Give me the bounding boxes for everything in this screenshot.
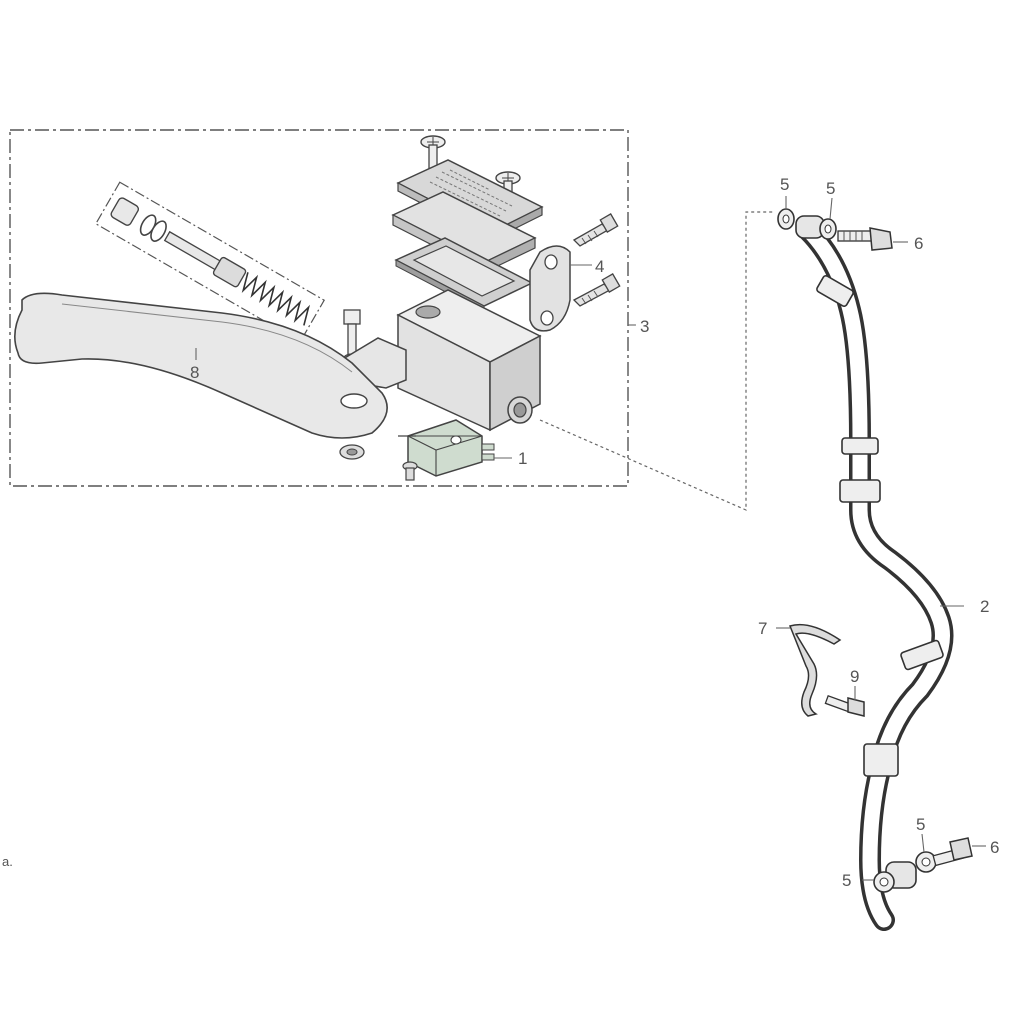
callout-5-lower-left: 5	[842, 871, 851, 890]
callout-7: 7	[758, 619, 767, 638]
switch-screw	[402, 461, 418, 481]
callout-5-upper-left: 5	[780, 175, 789, 194]
piston-rod	[163, 230, 223, 272]
callout-5-upper-right: 5	[826, 179, 835, 198]
master-cylinder-body	[396, 289, 542, 432]
lower-washer-right	[915, 851, 937, 873]
lever-pivot-hole	[340, 393, 368, 409]
connection-dashed-line	[539, 211, 774, 511]
piston-seal-ring	[150, 220, 167, 242]
brake-lever	[14, 292, 388, 439]
lever-washer	[339, 444, 365, 460]
brake-light-switch	[398, 419, 495, 477]
piston-spring	[241, 272, 311, 326]
upper-washer-right	[819, 218, 837, 240]
piston-kit-frame	[94, 181, 326, 343]
upper-washer-left	[777, 208, 795, 230]
piston-body	[212, 256, 247, 288]
callout-6-lower: 6	[990, 838, 999, 857]
brake-hose-inner	[800, 222, 950, 928]
edge-text-fragment: a.	[2, 854, 13, 869]
cap-screw-left	[420, 135, 446, 184]
upper-banjo-bolt	[837, 227, 893, 251]
callout-5-lower-upper: 5	[916, 815, 925, 834]
hose-guide-clip	[788, 623, 842, 717]
callout-3: 3	[640, 317, 649, 336]
callout-8: 8	[190, 363, 199, 382]
clamp-bolt-upper	[572, 213, 619, 247]
clip-bolt	[824, 694, 865, 717]
hose-sleeve	[816, 275, 944, 777]
piston-boot	[110, 197, 140, 226]
handlebar-clamp	[529, 245, 571, 332]
callout-1: 1	[518, 449, 527, 468]
piston-kit	[94, 181, 326, 343]
callout-4: 4	[595, 257, 604, 276]
callout-6-upper: 6	[914, 234, 923, 253]
lower-banjo-bolt	[932, 837, 973, 867]
leader-lines	[195, 196, 986, 881]
lower-washer-left	[873, 871, 895, 893]
clamp-bolt-lower	[572, 273, 621, 307]
callout-9: 9	[850, 667, 859, 686]
assembly-boundary-box	[9, 129, 629, 487]
callout-2: 2	[980, 597, 989, 616]
